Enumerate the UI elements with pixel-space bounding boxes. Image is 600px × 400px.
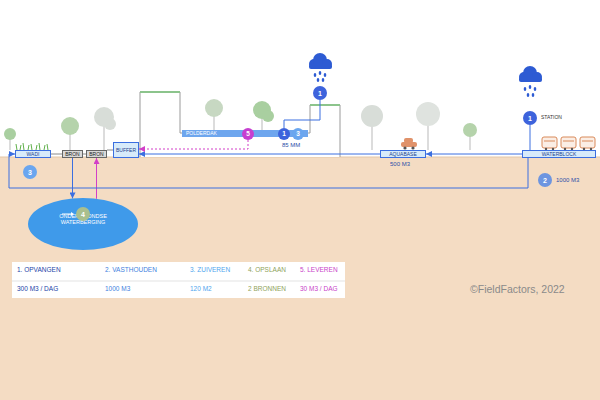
table-cell: 2 BRONNEN bbox=[248, 286, 286, 293]
flow-connector bbox=[426, 154, 522, 155]
buses bbox=[542, 137, 595, 150]
node-text: 3 bbox=[296, 131, 300, 138]
node-text: BUFFER bbox=[116, 148, 136, 153]
node-text: 3 bbox=[28, 169, 32, 176]
well-box: BRON bbox=[62, 150, 83, 158]
flow-connector bbox=[51, 154, 62, 155]
rain-cloud bbox=[309, 53, 332, 82]
table-cell: 1. OPVANGEN bbox=[17, 267, 61, 274]
node-text: WADI bbox=[27, 152, 40, 157]
watermark: ©FieldFactors, 2022 bbox=[470, 284, 565, 295]
callout-circle: 1 bbox=[313, 86, 327, 100]
rain-cloud bbox=[519, 66, 542, 97]
flow-connector bbox=[284, 100, 320, 128]
dimension: 1000 M3 bbox=[556, 177, 579, 183]
callout-circle: 4 bbox=[76, 207, 90, 221]
callout-circle: 5 bbox=[242, 128, 254, 140]
table-cell: 1000 M3 bbox=[105, 286, 130, 293]
node-text: BRON bbox=[89, 152, 103, 157]
flow-connector bbox=[96, 158, 97, 199]
table-cell: 3. ZUIVEREN bbox=[190, 267, 230, 274]
node-text: 2 bbox=[543, 177, 547, 184]
callout-circle: 3 bbox=[292, 128, 304, 140]
node-text: 5 bbox=[246, 131, 250, 138]
callout-circle: 1 bbox=[523, 111, 537, 125]
node-text: 1 bbox=[318, 90, 322, 97]
callout-circle: 3 bbox=[23, 165, 37, 179]
node-text: POLDERDAK bbox=[186, 131, 217, 136]
node-text: BRON bbox=[65, 152, 79, 157]
summary-table bbox=[12, 262, 345, 298]
ground bbox=[0, 157, 600, 400]
grass bbox=[16, 143, 48, 150]
node-text: AQUABASE bbox=[389, 152, 417, 157]
car bbox=[401, 138, 417, 150]
flow-connector bbox=[72, 158, 73, 198]
callout-circle: 2 bbox=[538, 173, 552, 187]
node-text: 4 bbox=[81, 211, 85, 218]
table-cell: 300 M3 / DAG bbox=[17, 286, 58, 293]
buffer-box: BUFFER bbox=[113, 142, 139, 158]
table-cell: 5. LEVEREN bbox=[300, 267, 338, 274]
storage-box: WATERBLOCK bbox=[522, 150, 596, 158]
well-box: BRON bbox=[86, 150, 107, 158]
wadi-box: WADI bbox=[15, 150, 51, 158]
storage-box: AQUABASE bbox=[380, 150, 426, 158]
flow-connector bbox=[139, 140, 248, 149]
flow-connector bbox=[139, 154, 380, 155]
node-text: 1 bbox=[282, 131, 286, 138]
node-text: 1 bbox=[528, 115, 532, 122]
place-name: STATION bbox=[541, 115, 562, 120]
table-cell: 4. OPSLAAN bbox=[248, 267, 286, 274]
table-cell: 30 M3 / DAG bbox=[300, 286, 338, 293]
dimension: 85 MM bbox=[282, 142, 300, 148]
underground-storage: ONDERGRONDSE WATERBERGING4 bbox=[28, 198, 138, 250]
table-cell: 2. VASTHOUDEN bbox=[105, 267, 157, 274]
dimension: 500 M3 bbox=[390, 161, 410, 167]
flow-connector bbox=[530, 125, 531, 150]
node-text: WATERBLOCK bbox=[542, 152, 576, 157]
table-cell: 120 M2 bbox=[190, 286, 212, 293]
building bbox=[140, 92, 340, 157]
flow-connector bbox=[9, 154, 528, 188]
callout-circle: 1 bbox=[278, 128, 290, 140]
